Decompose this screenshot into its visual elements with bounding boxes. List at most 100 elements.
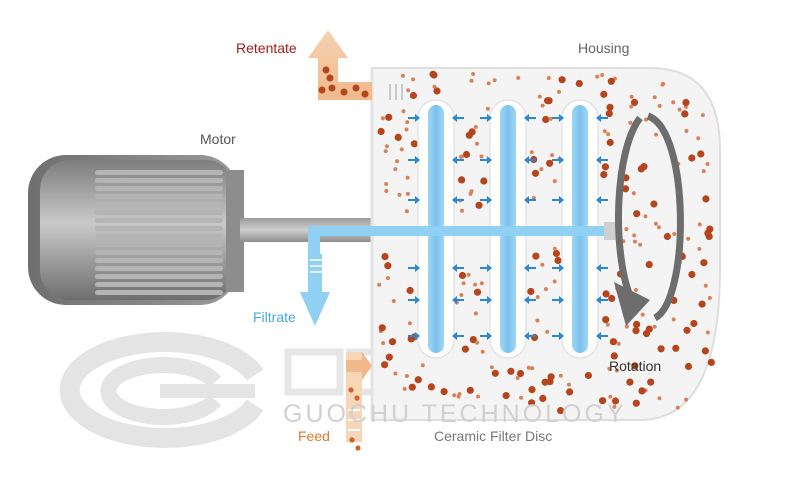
particle bbox=[318, 86, 326, 94]
motor-fin bbox=[95, 242, 223, 247]
particle bbox=[705, 162, 710, 166]
particle bbox=[384, 182, 389, 186]
particle bbox=[605, 110, 613, 118]
particle bbox=[663, 232, 672, 241]
particle bbox=[650, 200, 658, 208]
particle bbox=[606, 103, 614, 111]
retentate-particles bbox=[318, 66, 369, 98]
particle bbox=[461, 281, 466, 286]
particle bbox=[328, 84, 336, 92]
particle bbox=[638, 242, 643, 247]
particle bbox=[671, 317, 676, 322]
particle bbox=[606, 132, 611, 137]
motor-fin bbox=[95, 282, 223, 287]
particle bbox=[404, 374, 409, 378]
particle bbox=[652, 95, 657, 100]
motor-fin bbox=[95, 290, 223, 295]
particle bbox=[703, 283, 708, 288]
flow-arrow-icon bbox=[552, 114, 564, 122]
particle-field bbox=[377, 70, 715, 415]
particle bbox=[600, 171, 608, 179]
particle bbox=[480, 349, 485, 354]
particle bbox=[381, 361, 389, 369]
particle bbox=[531, 195, 536, 200]
particle bbox=[462, 150, 471, 159]
particle bbox=[349, 437, 355, 443]
particle bbox=[395, 159, 399, 164]
particle bbox=[688, 154, 696, 162]
flow-arrow-icon bbox=[552, 264, 564, 272]
particle bbox=[489, 365, 494, 370]
particle bbox=[539, 167, 544, 172]
particle bbox=[608, 394, 613, 399]
particle bbox=[557, 89, 561, 94]
flow-arrow-icon bbox=[524, 332, 536, 340]
particle bbox=[546, 76, 551, 80]
particle bbox=[600, 90, 608, 98]
flow-arrow-icon bbox=[596, 296, 608, 304]
particle bbox=[707, 296, 712, 300]
particle bbox=[654, 132, 659, 137]
particle bbox=[707, 358, 715, 366]
particle bbox=[405, 120, 410, 125]
particle bbox=[469, 336, 477, 344]
particle bbox=[433, 87, 441, 95]
flow-arrow-icon bbox=[552, 196, 564, 204]
motor-fin bbox=[95, 266, 223, 271]
particle bbox=[469, 78, 474, 83]
particle bbox=[543, 287, 548, 292]
particle bbox=[633, 210, 641, 218]
particle bbox=[406, 286, 414, 295]
particle bbox=[380, 116, 385, 121]
particle bbox=[545, 329, 550, 334]
particle bbox=[566, 388, 574, 396]
particle bbox=[486, 81, 491, 86]
particle bbox=[400, 73, 405, 78]
particle bbox=[621, 185, 630, 193]
particle bbox=[461, 345, 469, 353]
particle bbox=[546, 159, 554, 167]
particle bbox=[326, 74, 334, 82]
particle bbox=[537, 94, 542, 99]
particle bbox=[531, 333, 539, 342]
particle bbox=[684, 362, 693, 371]
particle bbox=[458, 271, 467, 280]
particle bbox=[440, 388, 448, 396]
motor-fin bbox=[95, 226, 223, 231]
retentate-up-arrow-icon bbox=[308, 30, 403, 100]
particle bbox=[558, 76, 566, 84]
flow-arrow-icon bbox=[524, 156, 536, 164]
particle bbox=[479, 154, 484, 159]
particle bbox=[545, 97, 553, 105]
particle bbox=[682, 98, 690, 107]
particle bbox=[700, 259, 708, 267]
particle bbox=[656, 225, 661, 230]
particle bbox=[407, 321, 412, 326]
particle bbox=[532, 252, 540, 260]
particle bbox=[322, 66, 330, 74]
flow-arrow-icon bbox=[408, 264, 420, 272]
particle bbox=[602, 129, 607, 134]
particle bbox=[657, 345, 665, 353]
particle bbox=[642, 330, 651, 338]
flow-arrow-icon bbox=[452, 264, 464, 272]
particle bbox=[539, 394, 547, 402]
particle bbox=[475, 340, 480, 345]
feed-particles bbox=[348, 387, 361, 451]
flow-arrow-icon bbox=[408, 114, 420, 122]
particle bbox=[546, 378, 554, 386]
flow-arrow-icon bbox=[596, 156, 608, 164]
particle bbox=[402, 386, 407, 391]
retentate-label: Retentate bbox=[236, 40, 297, 56]
particle bbox=[672, 344, 680, 352]
particle bbox=[459, 293, 464, 297]
particle bbox=[473, 311, 478, 316]
flow-arrow-icon bbox=[524, 114, 536, 122]
feed-inlet-arrow-icon bbox=[346, 352, 372, 451]
particle bbox=[548, 116, 553, 121]
particle bbox=[381, 253, 389, 261]
particle bbox=[550, 153, 555, 158]
particle bbox=[384, 144, 389, 149]
